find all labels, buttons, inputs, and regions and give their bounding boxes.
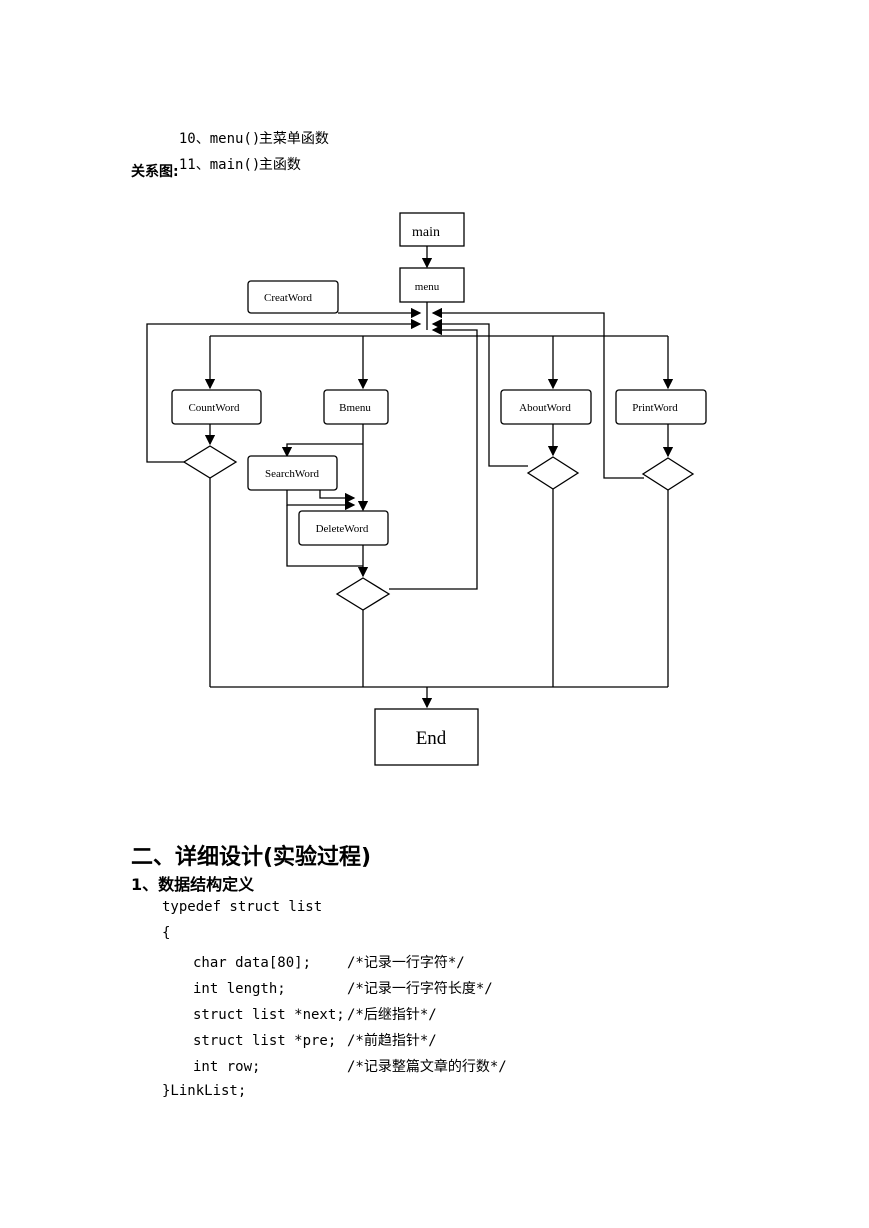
list-item-desc: 主函数 <box>258 157 301 173</box>
node-label-main: main <box>412 225 440 240</box>
code-field-comment: /*记录一行字符长度*/ <box>347 981 493 997</box>
node-searchword <box>247 455 338 491</box>
node-printword <box>615 389 707 425</box>
subsection-title: 1、数据结构定义 <box>131 875 255 894</box>
relation-label: 关系图: <box>131 164 179 180</box>
decision-bmenu <box>335 577 391 611</box>
code-field: char data[80]; /*记录一行字符*/ <box>193 952 465 972</box>
node-label-menu: menu <box>415 281 440 293</box>
node-label-creatword: CreatWord <box>264 292 312 304</box>
code-field-comment: /*前趋指针*/ <box>347 1033 437 1049</box>
list-item-menu: 10、menu()主菜单函数 <box>162 112 329 148</box>
list-item-func: 10、menu() <box>178 131 261 147</box>
node-main <box>399 212 465 247</box>
decision-countword <box>182 445 238 479</box>
node-label-end: End <box>416 728 447 749</box>
node-menu <box>399 267 465 303</box>
code-field: struct list *pre; /*前趋指针*/ <box>193 1030 437 1050</box>
code-field-decl: struct list *next; <box>193 1007 345 1023</box>
code-field: int length; /*记录一行字符长度*/ <box>193 978 493 998</box>
code-field: int row; /*记录整篇文章的行数*/ <box>193 1056 507 1076</box>
node-creatword <box>247 280 339 314</box>
diagram-connectors <box>146 246 674 709</box>
node-label-deleteword: DeleteWord <box>316 523 369 535</box>
list-item-desc: 主菜单函数 <box>258 131 329 147</box>
code-field-decl: int length; <box>193 981 286 997</box>
section-title: 二、详细设计(实验过程) <box>131 845 372 870</box>
code-field-decl: char data[80]; <box>193 955 312 971</box>
node-label-bmenu: Bmenu <box>339 402 371 414</box>
list-item-func: 11、main() <box>178 157 261 173</box>
node-label-searchword: SearchWord <box>265 468 320 480</box>
node-label-printword: PrintWord <box>632 402 678 414</box>
code-field-decl: int row; <box>193 1059 261 1075</box>
node-bmenu <box>323 389 389 425</box>
decision-printword <box>641 457 695 491</box>
code-line-close: }LinkList; <box>162 1083 247 1099</box>
node-deleteword <box>298 510 389 546</box>
relation-diagram: main menu CreatWord CountWord Bmenu Abou… <box>146 212 707 766</box>
code-line-typedef: typedef struct list <box>162 899 323 915</box>
decision-aboutword <box>526 456 580 490</box>
node-countword <box>171 389 262 425</box>
node-label-countword: CountWord <box>188 402 240 414</box>
node-end <box>374 708 479 766</box>
code-field: struct list *next;/*后继指针*/ <box>193 1004 437 1024</box>
list-item-main: 11、main()主函数 <box>162 138 301 174</box>
node-aboutword <box>500 389 592 425</box>
node-label-aboutword: AboutWord <box>519 402 571 414</box>
code-line-open-brace: { <box>162 925 171 941</box>
code-field-comment: /*后继指针*/ <box>347 1007 437 1023</box>
code-field-comment: /*记录一行字符*/ <box>347 955 465 971</box>
code-field-comment: /*记录整篇文章的行数*/ <box>347 1059 507 1075</box>
code-field-decl: struct list *pre; <box>193 1033 337 1049</box>
